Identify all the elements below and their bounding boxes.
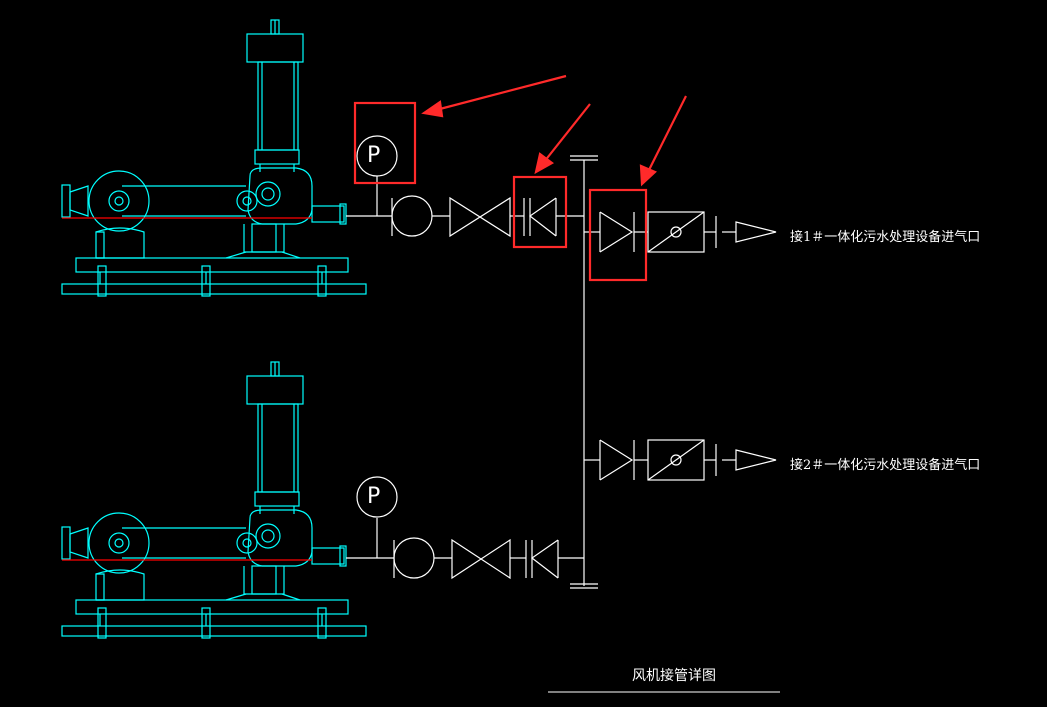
- arrow-icon: [735, 221, 777, 243]
- annotation-highlights: [353, 101, 648, 282]
- pressure-gauge-icon: [356, 476, 398, 518]
- gauge-letter-1: P: [367, 143, 381, 168]
- arrow-icon: [435, 74, 567, 112]
- gauge-letter-2: P: [367, 484, 381, 509]
- check-valve-icon: [599, 211, 634, 253]
- annotation-arrows: [421, 74, 687, 187]
- pressure-gauge-icon: [356, 135, 398, 177]
- outlet-1-line: [584, 211, 777, 253]
- flexible-joint-icon: [393, 537, 435, 579]
- highlight-box-outlet-valve: [588, 188, 648, 282]
- header-pipe: [570, 155, 598, 589]
- outlet-2-line: [584, 439, 777, 481]
- arrow-icon: [543, 103, 591, 163]
- check-valve-icon: [599, 439, 634, 481]
- blower-unit-2: [61, 361, 367, 639]
- arrow-icon: [647, 95, 687, 173]
- outlet-2-label: 接2＃一体化污水处理设备进气口: [790, 458, 981, 473]
- blower-unit-1: [61, 19, 367, 297]
- upper-branch: [346, 135, 584, 238]
- gate-valve-icon: [449, 196, 511, 238]
- drawing-title: 风机接管详图: [632, 668, 716, 684]
- highlight-box-gauge: [353, 101, 417, 185]
- lower-branch: [346, 476, 584, 580]
- flexible-joint-icon: [391, 195, 433, 237]
- gate-valve-icon: [451, 538, 511, 580]
- outlet-1-label: 接1＃一体化污水处理设备进气口: [790, 230, 981, 245]
- highlight-box-check-valve: [512, 175, 568, 249]
- arrow-icon: [735, 449, 777, 471]
